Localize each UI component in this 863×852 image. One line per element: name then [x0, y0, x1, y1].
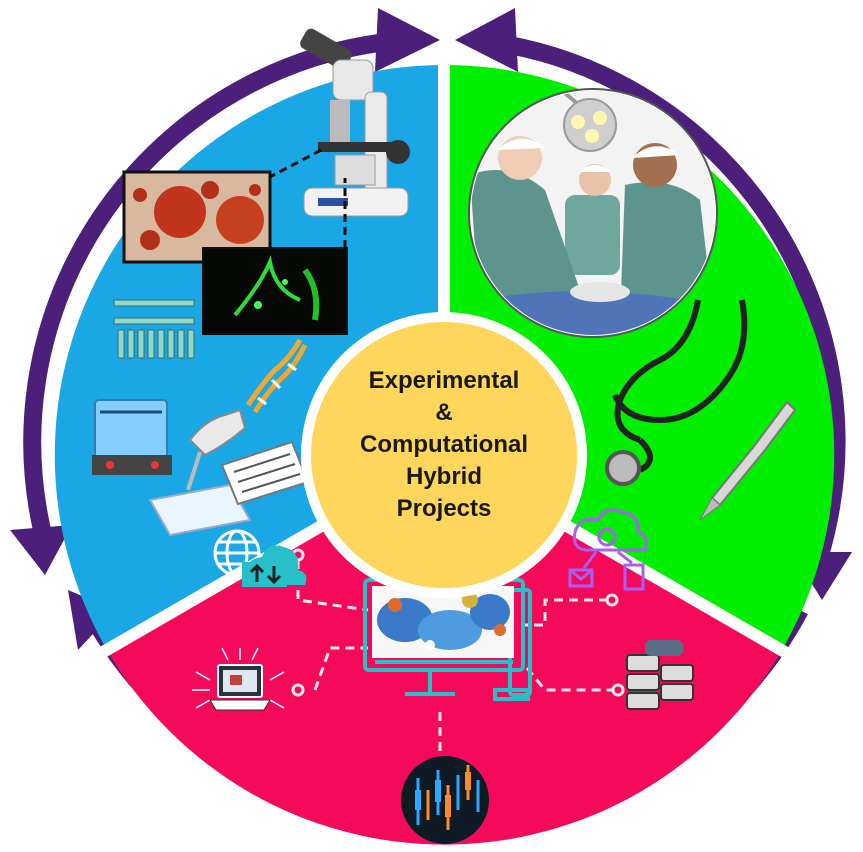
stock-chart-icon — [401, 756, 489, 844]
center-disc: Experimental & Computational Hybrid Proj… — [301, 312, 587, 598]
dna-icon — [245, 338, 308, 414]
cloud-upload-download-icon — [242, 545, 307, 587]
cloud-settings-icon — [568, 508, 648, 591]
stethoscope-icon — [605, 299, 748, 486]
protein-structure-image — [372, 586, 514, 658]
arrow-arc-top-left — [23, 31, 409, 532]
center-title-line-4: Hybrid — [406, 463, 482, 490]
center-title-line-5: Projects — [397, 495, 492, 522]
network-connection-lines — [296, 560, 612, 760]
scalpel-icon — [699, 400, 797, 521]
gloved-hand-pipetting-icon — [148, 408, 252, 537]
center-title-line-2: & — [435, 399, 452, 426]
network-nodes — [291, 548, 625, 697]
arrowhead-top-right — [455, 8, 518, 72]
fluorescence-image — [202, 247, 348, 335]
server-rack-icon — [626, 640, 694, 710]
center-title-line-3: Computational — [360, 431, 528, 458]
center-disc-fill — [311, 322, 577, 588]
microscope-icon — [300, 28, 410, 217]
center-title-line-1: Experimental — [369, 367, 520, 394]
arrow-arc-right — [474, 31, 846, 558]
microscope-zoom-line-1 — [267, 146, 326, 180]
arrowhead-left-upper — [10, 525, 72, 575]
experimental-icons — [92, 28, 410, 537]
laptop-circuit-icon — [192, 647, 285, 711]
pipette-rack-icon — [113, 299, 195, 359]
electrophoresis-tank-icon — [92, 399, 172, 475]
surgical-lamp-icon — [558, 91, 617, 152]
computational-icons — [192, 508, 694, 844]
arrowhead-top-left — [375, 8, 440, 72]
